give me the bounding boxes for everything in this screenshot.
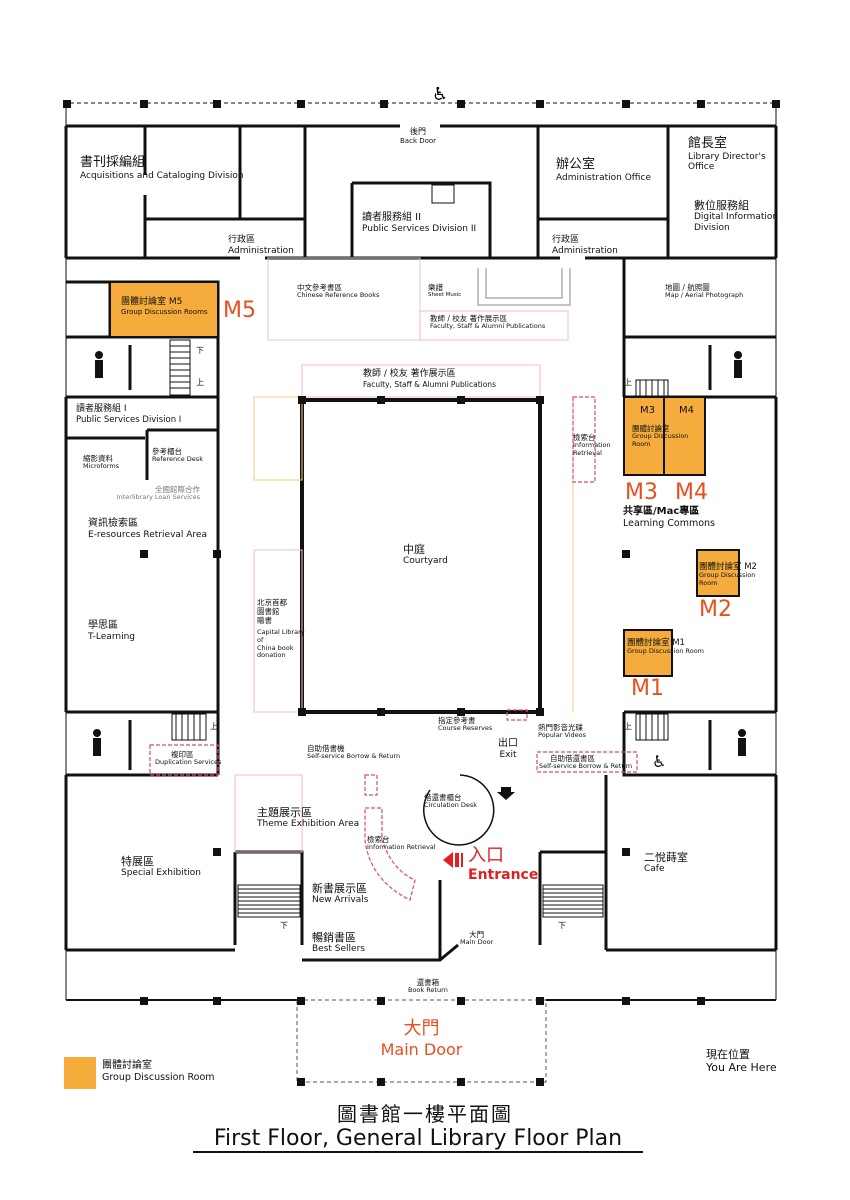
- wheelchair-icon: ♿: [432, 84, 448, 105]
- entrance-arrow-icon: [443, 852, 463, 868]
- restroom-person-icon: [734, 351, 742, 378]
- m2-tag: M2: [699, 597, 732, 622]
- stairs-down-marker: 下: [196, 346, 204, 355]
- stairs-top-right: [635, 379, 669, 398]
- restroom-person-icon: [95, 351, 103, 378]
- title-english: First Floor, General Library Floor Plan: [193, 1126, 643, 1153]
- stairs-up-marker: 上: [196, 378, 204, 387]
- stairs-up-marker: 上: [624, 722, 632, 731]
- stairs-up-marker: 上: [624, 378, 632, 387]
- title-chinese: 圖書館一樓平面圖: [337, 1102, 513, 1126]
- circulation-desk-shape: [423, 774, 495, 846]
- m3-code: M3: [640, 405, 655, 416]
- stairs-lower-left: [237, 884, 301, 918]
- restroom-person-icon: [738, 729, 746, 756]
- stairs-bottom-left: [171, 713, 207, 741]
- m5-tag: M5: [223, 298, 256, 323]
- stairs-down-marker: 下: [558, 921, 566, 930]
- elevator-icon: [431, 184, 455, 204]
- m5-room: [109, 281, 219, 338]
- stairs-bottom-right: [635, 713, 669, 741]
- m1-room: [623, 629, 673, 677]
- restroom-person-icon: [93, 729, 101, 756]
- m2-room: [696, 549, 740, 597]
- stairs-top-left: [169, 339, 191, 396]
- m4-tag: M4: [675, 480, 708, 505]
- exit-arrow-icon: [497, 787, 515, 800]
- stairs-lower-right: [542, 884, 604, 918]
- m1-tag: M1: [631, 676, 664, 701]
- m4-code: M4: [679, 405, 694, 416]
- m3-tag: M3: [625, 480, 658, 505]
- wheelchair-icon: ♿: [652, 752, 666, 771]
- legend-swatch: [64, 1057, 96, 1089]
- stairs-up-marker: 上: [210, 722, 218, 731]
- stairs-down-marker: 下: [280, 921, 288, 930]
